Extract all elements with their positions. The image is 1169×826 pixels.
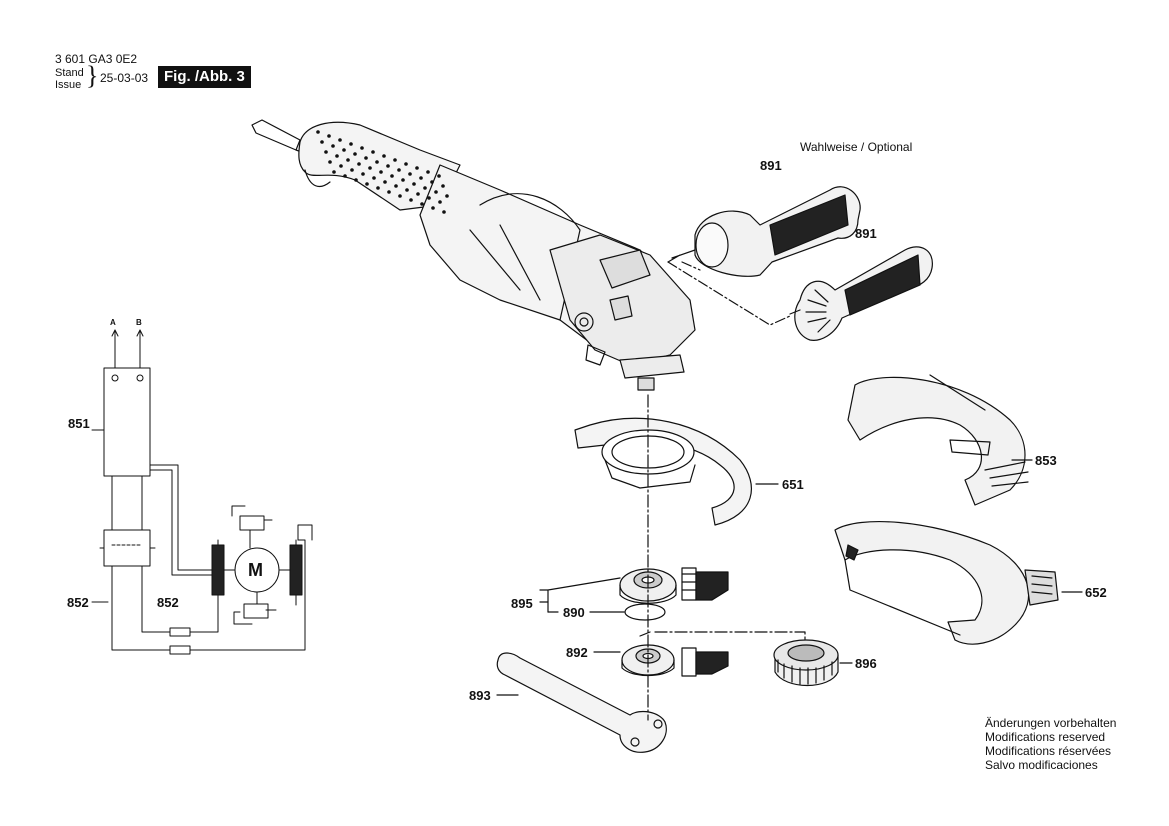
issue-date: 25-03-03 xyxy=(100,71,149,85)
part-893: 893 xyxy=(469,688,491,703)
part-651: 651 xyxy=(782,477,804,492)
part-891-upper: 891 xyxy=(760,158,782,173)
part-851: 851 xyxy=(68,416,90,431)
motor-label: M xyxy=(248,560,263,580)
note-en: Modifications reserved xyxy=(985,730,1106,744)
guard-853-drawing xyxy=(847,374,1029,506)
part-892: 892 xyxy=(566,645,588,660)
brace-symbol: } xyxy=(86,61,99,90)
note-es: Salvo modificaciones xyxy=(985,758,1098,772)
terminal-a-label: A xyxy=(110,318,116,327)
note-fr: Modifications réservées xyxy=(985,744,1112,758)
terminal-b-label: B xyxy=(136,318,142,327)
part-652: 652 xyxy=(1085,585,1107,600)
side-handle-drawing xyxy=(667,186,933,341)
flange-cross-section xyxy=(681,567,729,601)
optional-label: Wahlweise / Optional xyxy=(800,140,913,154)
spanner-893-drawing xyxy=(496,652,667,753)
guard-652-drawing xyxy=(834,520,1059,645)
part-890: 890 xyxy=(563,605,585,620)
quick-nut-896-drawing xyxy=(773,639,839,687)
guard-651-drawing xyxy=(574,417,753,526)
part-895: 895 xyxy=(511,596,533,611)
part-896: 896 xyxy=(855,656,877,671)
document-number: 3 601 GA3 0E2 xyxy=(55,52,138,66)
angle-grinder-drawing xyxy=(251,119,696,391)
modifications-notes: Änderungen vorbehalten Modifications res… xyxy=(985,716,1116,772)
part-891-lower: 891 xyxy=(855,226,877,241)
part-852-right: 852 xyxy=(157,595,179,610)
stand-label: Stand xyxy=(55,67,84,79)
grip-texture xyxy=(316,130,449,214)
part-852-left: 852 xyxy=(67,595,89,610)
figure-label: Fig. /Abb. 3 xyxy=(158,66,251,88)
part-853: 853 xyxy=(1035,453,1057,468)
clamping-nut-892-drawing xyxy=(621,644,729,677)
wiring-schematic xyxy=(91,329,313,655)
note-de: Änderungen vorbehalten xyxy=(985,716,1117,730)
issue-label: Issue xyxy=(55,79,82,91)
